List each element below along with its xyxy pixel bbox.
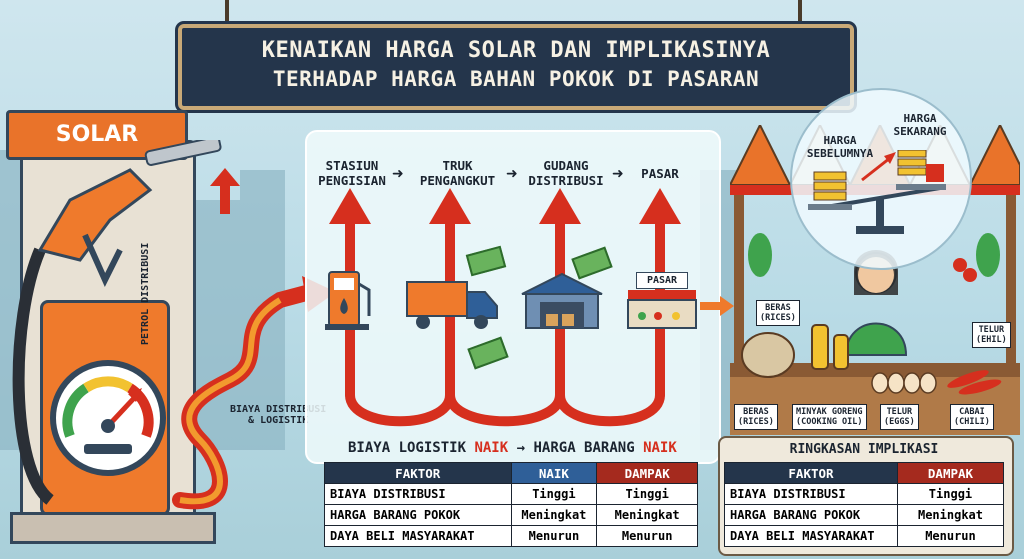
tag-cabai: CABAI (CHILI) — [950, 404, 994, 430]
tag-line: (CHILI) — [954, 417, 990, 427]
fuel-pump-base — [10, 512, 216, 544]
stage-label-line: GUDANG — [543, 158, 589, 173]
table-header-row: FAKTOR DAMPAK — [724, 462, 1005, 484]
tag-line: TELUR — [886, 407, 913, 417]
flow-arrow-icon: ➜ — [392, 166, 404, 182]
stage-label-line: TRUK — [442, 158, 473, 173]
table-row: BIAYA DISTRIBUSI Tinggi — [724, 483, 1005, 505]
tag-line: (RICES) — [738, 417, 774, 427]
warehouse-icon — [521, 272, 603, 329]
tag-beras: BERAS (RICES) — [734, 404, 778, 430]
bubble-line: HARGA — [903, 112, 937, 125]
header-faktor: FAKTOR — [324, 462, 512, 484]
summary-table: FAKTOR DAMPAK BIAYA DISTRIBUSI Tinggi HA… — [724, 462, 1005, 547]
tag-line: CABAI — [959, 407, 985, 417]
truck-icon — [406, 281, 498, 329]
tag-minyak: MINYAK GORENG (COOKING OIL) — [792, 404, 867, 430]
stage-label-line: PASAR — [641, 166, 679, 181]
table-cell: Meningkat — [896, 504, 1005, 526]
tag-line: (EGGS) — [884, 417, 915, 427]
table-cell: Tinggi — [596, 483, 698, 505]
stage-label-line: DISTRIBUSI — [528, 173, 604, 188]
bubble-line: SEBELUMNYA — [806, 147, 874, 160]
label-price-now: HARGA SEKARANG — [880, 112, 960, 138]
stage-label-line: STASIUN — [325, 158, 379, 173]
heading-arrow-icon: → — [516, 440, 526, 456]
gauge-dial — [62, 376, 154, 454]
logistics-cost-line-2: & LOGISTIK — [248, 415, 309, 426]
stage-label-truck: TRUK PENGANGKUT — [405, 158, 510, 188]
flow-arrow-icon: ➜ — [612, 166, 624, 182]
tag-telur-top: TELUR (EHIL) — [972, 322, 1011, 348]
tag-line: (COOKING OIL) — [796, 417, 863, 427]
stage-label-line: PENGISIAN — [318, 173, 386, 188]
heading-right: HARGA BARANG — [533, 440, 635, 456]
to-stall-arrow-icon — [700, 296, 734, 316]
table-cell: Tinggi — [896, 483, 1005, 505]
tag-line: MINYAK GORENG — [796, 407, 863, 417]
stage-label-line: PENGANGKUT — [419, 173, 496, 188]
title-line-1: KENAIKAN HARGA SOLAR DAN IMPLIKASINYA — [261, 38, 771, 63]
table-cell: Menurun — [510, 525, 598, 547]
tag-line: BERAS — [743, 407, 769, 417]
title-line-2: TERHADAP HARGA BAHAN POKOK DI PASARAN — [272, 67, 760, 91]
table-cell: Tinggi — [510, 483, 598, 505]
heading-right-highlight: NAIK — [643, 440, 677, 456]
table-row: DAYA BELI MASYARAKAT Menurun Menurun — [324, 525, 698, 547]
logistics-cost-label: BIAYA DISTRIBUSI & LOGISTIK — [230, 404, 326, 426]
table-row: HARGA BARANG POKOK Meningkat Meningkat — [324, 504, 698, 526]
table-cell: Meningkat — [510, 504, 598, 526]
heading-left-highlight: NAIK — [474, 440, 509, 456]
bubble-line: HARGA — [823, 134, 857, 147]
bubble-line: SEKARANG — [893, 125, 947, 138]
fuel-nozzle-icon — [12, 140, 222, 505]
fuel-pump-label: SOLAR — [6, 110, 188, 160]
tag-line: (EHIL) — [976, 335, 1007, 345]
logistics-heading: BIAYA LOGISTIK NAIK → HARGA BARANG NAIK — [348, 440, 677, 456]
table-cell: DAYA BELI MASYARAKAT — [324, 525, 512, 547]
table-row: HARGA BARANG POKOK Meningkat — [724, 504, 1005, 526]
scale-icon — [808, 150, 946, 234]
stage-label-market: PASAR — [630, 166, 690, 181]
table-row: DAYA BELI MASYARAKAT Menurun — [724, 525, 1005, 547]
heading-left: BIAYA LOGISTIK — [348, 440, 467, 456]
gauge-icon — [50, 360, 166, 476]
table-cell: HARGA BARANG POKOK — [724, 504, 898, 526]
table-cell: Menurun — [896, 525, 1005, 547]
table-cell: Meningkat — [596, 504, 698, 526]
header-dampak: DAMPAK — [596, 462, 698, 484]
flow-arrow-icon: ➜ — [506, 166, 518, 182]
header-dampak: DAMPAK — [896, 462, 1005, 484]
label-price-before: HARGA SEBELUMNYA — [800, 134, 880, 160]
table-cell: HARGA BARANG POKOK — [324, 504, 512, 526]
table-cell: Menurun — [596, 525, 698, 547]
tag-beras-top: BERAS (RICES) — [756, 300, 800, 326]
title-banner: KENAIKAN HARGA SOLAR DAN IMPLIKASINYA TE… — [178, 24, 854, 110]
table-cell: DAYA BELI MASYARAKAT — [724, 525, 898, 547]
market-icon — [627, 290, 697, 329]
tag-line: (RICES) — [760, 313, 796, 323]
fuel-station-icon — [325, 271, 371, 330]
table-cell: BIAYA DISTRIBUSI — [724, 483, 898, 505]
table-header-row: FAKTOR NAIK DAMPAK — [324, 462, 698, 484]
header-naik: NAIK — [510, 462, 598, 484]
header-faktor: FAKTOR — [724, 462, 898, 484]
table-row: BIAYA DISTRIBUSI Tinggi Tinggi — [324, 483, 698, 505]
banner-hanger — [798, 0, 802, 22]
stage-label-warehouse: GUDANG DISTRIBUSI — [520, 158, 612, 188]
tag-line: TELUR — [978, 325, 1005, 335]
tag-line: BERAS — [765, 303, 791, 313]
banner-hanger — [225, 0, 229, 22]
table-cell: BIAYA DISTRIBUSI — [324, 483, 512, 505]
stage-label-station: STASIUN PENGISIAN — [312, 158, 392, 188]
summary-title: RINGKASAN IMPLIKASI — [789, 442, 939, 457]
main-impact-table: FAKTOR NAIK DAMPAK BIAYA DISTRIBUSI Ting… — [324, 462, 698, 547]
tag-telur: TELUR (EGGS) — [880, 404, 919, 430]
logistics-cost-line-1: BIAYA DISTRIBUSI — [230, 404, 327, 415]
petrol-distribution-label: PETROL DISTRIBUSI — [140, 242, 151, 345]
up-arrow-icon — [210, 168, 240, 214]
market-sign: PASAR — [636, 272, 688, 289]
